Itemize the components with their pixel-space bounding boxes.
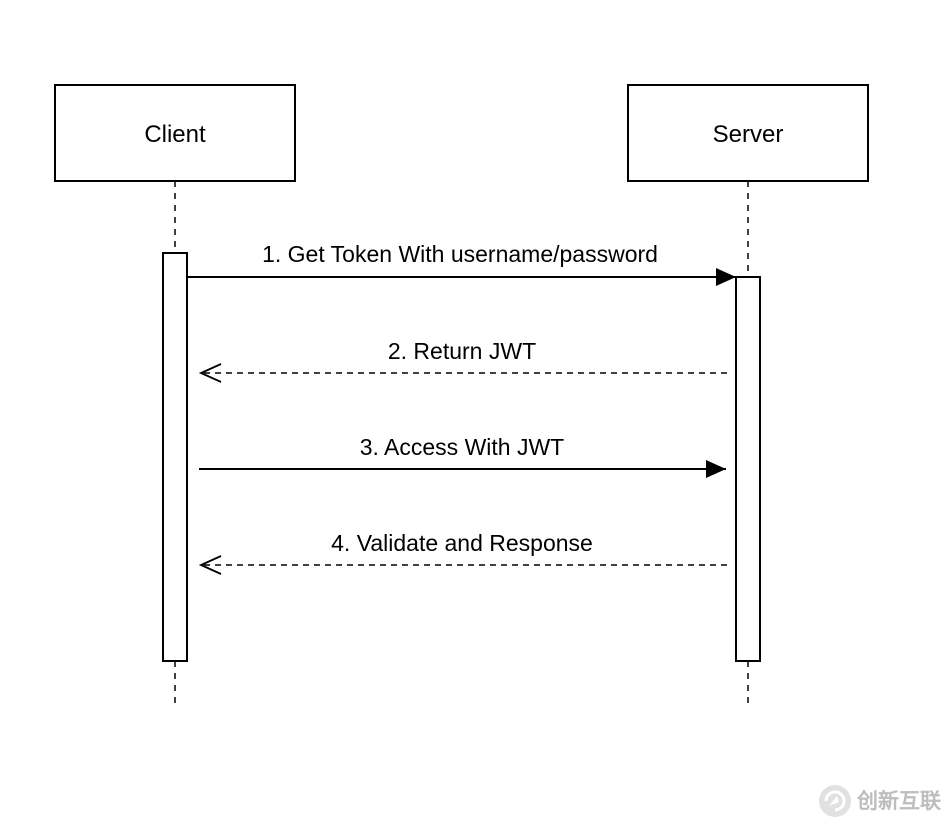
message-3-label: 3. Access With JWT (360, 434, 564, 460)
message-2-label: 2. Return JWT (388, 338, 536, 364)
chuangxin-logo-icon (819, 785, 851, 817)
message-2: 2. Return JWT (198, 338, 727, 383)
message-3-arrowhead-icon (706, 460, 726, 478)
client-activation-bar (162, 252, 188, 662)
server-activation-bar (735, 276, 761, 662)
participant-server-label: Server (713, 121, 784, 148)
participant-client: Client (54, 84, 296, 182)
message-4: 4. Validate and Response (198, 530, 727, 575)
watermark: 创新互联 (819, 785, 941, 817)
participant-client-label: Client (144, 121, 206, 148)
message-1: 1. Get Token With username/password (187, 241, 736, 286)
message-1-label: 1. Get Token With username/password (262, 241, 658, 267)
message-4-arrowhead-icon (198, 555, 222, 575)
message-1-arrowhead-icon (716, 268, 736, 286)
message-3: 3. Access With JWT (199, 434, 726, 478)
watermark-text: 创新互联 (856, 789, 941, 813)
message-2-arrowhead-icon (198, 363, 222, 383)
message-4-label: 4. Validate and Response (331, 530, 593, 556)
participant-server: Server (627, 84, 869, 182)
